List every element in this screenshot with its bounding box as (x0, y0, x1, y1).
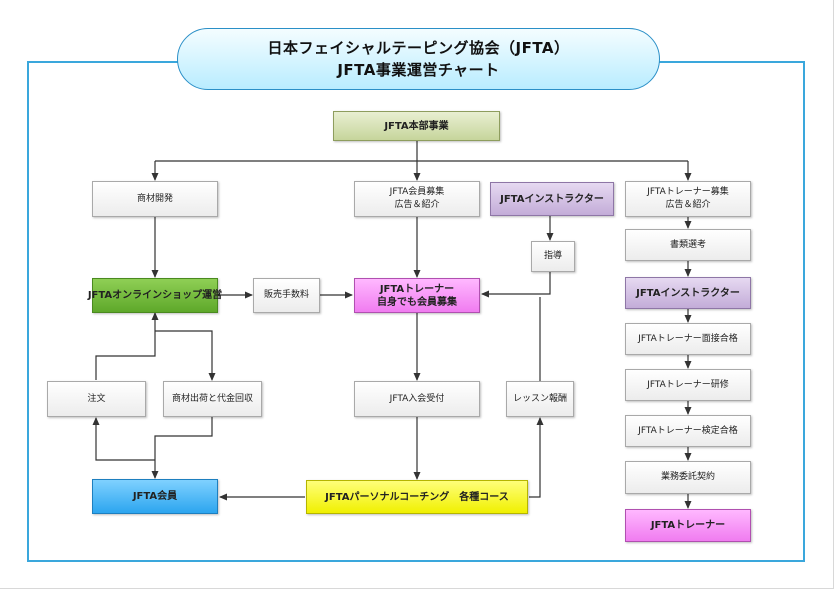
node-exam-pass-label: JFTAトレーナー検定合格 (638, 425, 738, 436)
arrow (481, 272, 551, 298)
node-order: 注文 (47, 381, 146, 417)
chart-title: 日本フェイシャルテーピング協会（JFTA） JFTA事業運営チャート (177, 28, 660, 90)
node-trainer-recruit-line-2: 広告＆紹介 (665, 200, 711, 210)
node-trainer-final-label: JFTAトレーナー (650, 520, 726, 531)
node-lesson-fee-label: レッスン報酬 (512, 393, 567, 404)
node-guidance: 指導 (531, 241, 575, 272)
node-trainer-self: JFTAトレーナー 自身でも会員募集 (354, 278, 480, 313)
node-hq: JFTA本部事業 (333, 111, 500, 141)
node-interview-pass: JFTAトレーナー面接合格 (625, 323, 751, 355)
node-order-label: 注文 (87, 393, 106, 404)
node-exam-pass: JFTAトレーナー検定合格 (625, 415, 751, 447)
title-line-1: 日本フェイシャルテーピング協会（JFTA） (267, 39, 570, 57)
node-member-recruit: JFTA会員募集 広告＆紹介 (354, 181, 480, 217)
node-lesson-fee: レッスン報酬 (506, 381, 574, 417)
node-contract: 業務委託契約 (625, 461, 751, 494)
arrow (155, 330, 216, 381)
node-sales-commission: 販売手数料 (253, 278, 320, 313)
node-trainer-recruit: JFTAトレーナー募集 広告＆紹介 (625, 181, 751, 217)
node-trainer-self-line-2: 自身でも会員募集 (377, 296, 457, 308)
node-trainer-training-label: JFTAトレーナー研修 (647, 379, 729, 390)
node-admission-label: JFTA入会受付 (389, 393, 445, 404)
arrow (529, 417, 544, 498)
node-document-screening: 書類選考 (625, 229, 751, 261)
node-product-dev-label: 商材開発 (136, 193, 173, 204)
node-online-shop: JFTAオンラインショップ運営 (88, 278, 222, 313)
node-instructor-top-label: JFTAインストラクター (500, 193, 604, 205)
node-shipping: 商材出荷と代金回収 (163, 381, 262, 417)
node-instructor-right-label: JFTAインストラクター (636, 287, 740, 299)
node-shipping-label: 商材出荷と代金回収 (171, 393, 253, 404)
node-trainer-final: JFTAトレーナー (625, 509, 751, 542)
node-sales-commission-label: 販売手数料 (263, 290, 309, 300)
arrow (95, 312, 159, 380)
arrow (151, 416, 213, 479)
node-document-screening-label: 書類選考 (669, 239, 706, 250)
node-product-dev: 商材開発 (92, 181, 218, 217)
node-trainer-training: JFTAトレーナー研修 (625, 369, 751, 401)
node-admission: JFTA入会受付 (354, 381, 480, 417)
node-instructor-right: JFTAインストラクター (625, 277, 751, 309)
node-hq-label: JFTA本部事業 (384, 120, 449, 132)
node-guidance-label: 指導 (543, 251, 562, 261)
node-trainer-self-line-1: JFTAトレーナー (379, 283, 455, 295)
node-interview-pass-label: JFTAトレーナー面接合格 (638, 333, 738, 344)
title-line-2: JFTA事業運営チャート (337, 61, 500, 79)
node-member-recruit-line-2: 広告＆紹介 (394, 200, 440, 210)
node-online-shop-label: JFTAオンラインショップ運営 (87, 290, 223, 301)
node-member: JFTA会員 (92, 479, 218, 514)
node-trainer-recruit-line-1: JFTAトレーナー募集 (647, 187, 729, 197)
node-member-label: JFTA会員 (132, 491, 178, 502)
node-coaching-label: JFTAパーソナルコーチング 各種コース (325, 491, 509, 503)
node-member-recruit-line-1: JFTA会員募集 (389, 187, 445, 197)
node-contract-label: 業務委託契約 (660, 472, 715, 482)
node-coaching: JFTAパーソナルコーチング 各種コース (306, 480, 528, 514)
node-instructor-top: JFTAインストラクター (490, 182, 614, 216)
arrow (92, 417, 155, 461)
